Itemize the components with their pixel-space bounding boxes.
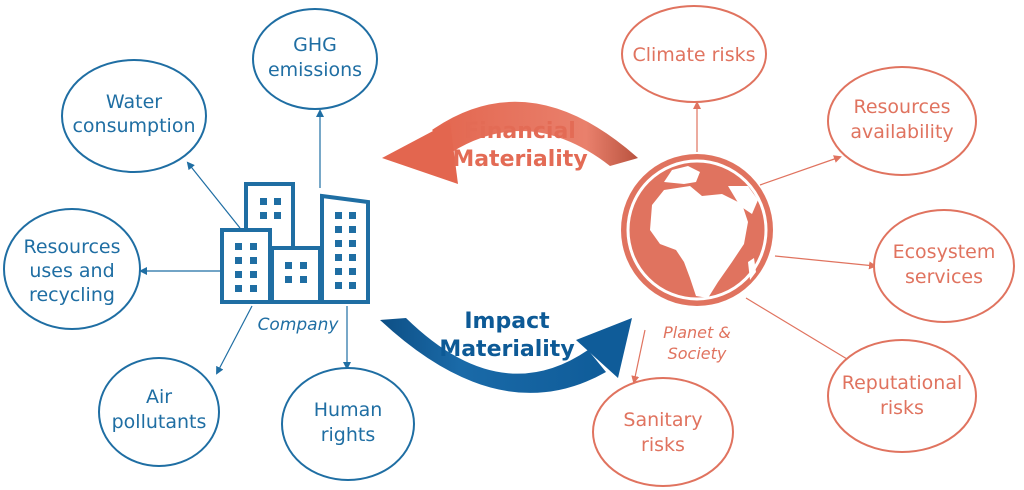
sanitary-line2: risks bbox=[641, 434, 685, 456]
ellipse-resources-availability: Resources availability bbox=[827, 66, 977, 176]
connector-ecosystem bbox=[774, 255, 877, 270]
building-windows bbox=[235, 198, 356, 292]
ellipse-ghg-emissions: GHG emissions bbox=[252, 8, 378, 110]
madagascar-shape bbox=[748, 258, 756, 280]
resources-uses-line3: recycling bbox=[29, 284, 115, 306]
impact-materiality-arrow bbox=[380, 318, 632, 393]
connector-sanitary bbox=[631, 329, 646, 384]
ellipse-climate-risks: Climate risks bbox=[621, 5, 767, 103]
planet-label-line1: Planet & bbox=[663, 323, 731, 342]
planet-connectors bbox=[631, 101, 877, 384]
financial-materiality-line1: Financial bbox=[464, 119, 576, 144]
air-line2: pollutants bbox=[112, 411, 207, 433]
arabia-shape bbox=[728, 186, 758, 214]
climate-line1: Climate risks bbox=[632, 44, 755, 66]
impact-materiality-line1: Impact bbox=[464, 309, 550, 334]
ecosystem-line2: services bbox=[905, 266, 983, 288]
planet-label-line2: Society bbox=[668, 344, 727, 363]
reputational-line2: risks bbox=[880, 397, 924, 419]
ellipse-ecosystem-services: Ecosystem services bbox=[873, 209, 1015, 323]
sanitary-line1: Sanitary bbox=[623, 409, 702, 431]
connector-water bbox=[186, 161, 241, 229]
ellipse-resources-uses: Resources uses and recycling bbox=[3, 208, 141, 330]
ellipse-water-consumption: Water consumption bbox=[61, 59, 207, 173]
human-rights-line1: Human bbox=[314, 399, 383, 421]
resources-uses-line2: uses and bbox=[29, 260, 114, 282]
water-line2: consumption bbox=[72, 115, 195, 137]
human-rights-line2: rights bbox=[321, 424, 376, 446]
connector-air bbox=[216, 305, 253, 375]
company-connectors bbox=[139, 109, 351, 375]
europe-shape bbox=[664, 166, 700, 184]
connector-reputational bbox=[745, 297, 854, 364]
air-line1: Air bbox=[146, 386, 172, 408]
ellipse-air-pollutants: Air pollutants bbox=[98, 357, 220, 467]
globe-icon bbox=[621, 154, 773, 306]
water-line1: Water bbox=[106, 91, 162, 113]
company-label: Company bbox=[258, 315, 340, 335]
ellipse-reputational-risks: Reputational risks bbox=[827, 339, 977, 453]
africa-shape bbox=[650, 186, 748, 298]
ecosystem-line1: Ecosystem bbox=[893, 241, 996, 263]
availability-line2: availability bbox=[850, 121, 953, 143]
ellipse-sanitary-risks: Sanitary risks bbox=[592, 377, 734, 487]
ghg-line2: emissions bbox=[268, 59, 362, 81]
resources-uses-line1: Resources bbox=[23, 236, 120, 258]
financial-materiality-arrow bbox=[382, 101, 638, 184]
financial-materiality-line2: Materiality bbox=[452, 147, 587, 172]
buildings-icon bbox=[220, 182, 370, 304]
ellipse-human-rights: Human rights bbox=[281, 367, 415, 481]
reputational-line1: Reputational bbox=[842, 372, 963, 394]
connector-resources-availability bbox=[759, 155, 842, 186]
availability-line1: Resources bbox=[853, 96, 950, 118]
impact-materiality-line2: Materiality bbox=[439, 337, 574, 362]
ghg-line1: GHG bbox=[293, 34, 337, 56]
